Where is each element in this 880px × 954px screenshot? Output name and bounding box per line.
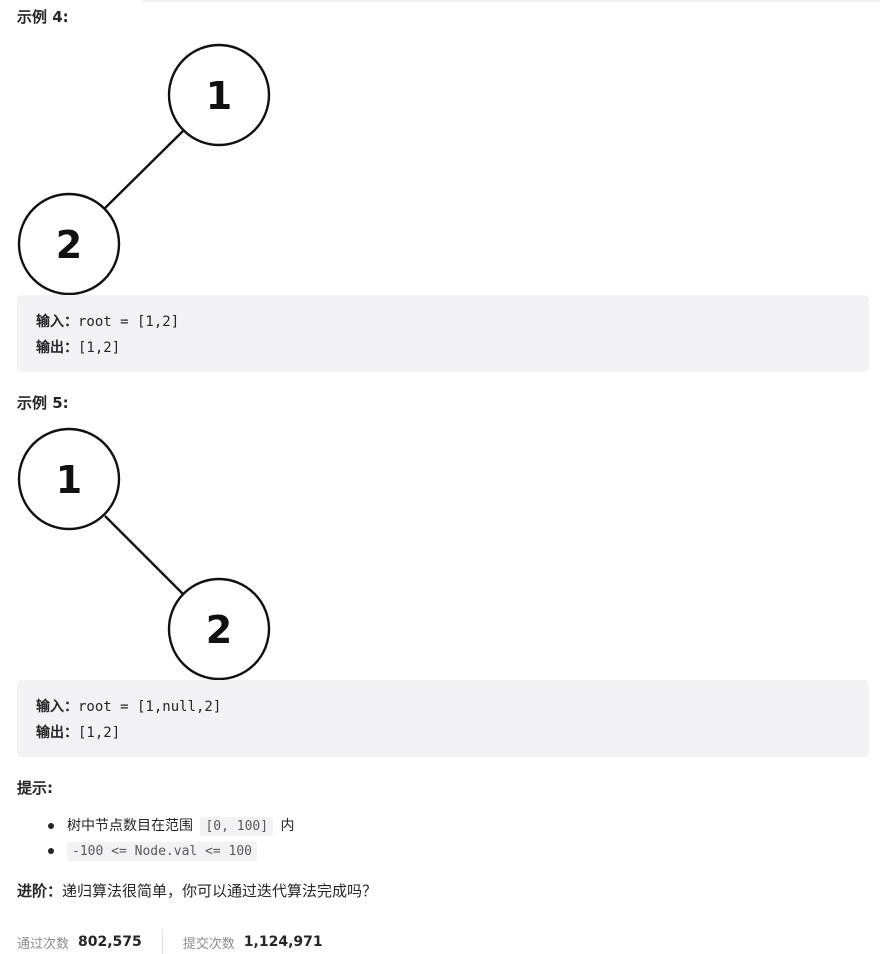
tree-node-left (17, 192, 121, 296)
tree-node-right (167, 577, 271, 681)
top-divider (142, 0, 880, 2)
tree-node-root-value: 1 (206, 74, 232, 118)
inline-code: [0, 100] (200, 817, 274, 836)
stats-divider (161, 930, 163, 954)
tree-edge (101, 130, 184, 212)
input-value: root = [1,2] (78, 314, 180, 330)
tree-node-root (167, 43, 271, 147)
example-5-code: 输入：root = [1,null,2] 输出：[1,2] (17, 680, 869, 757)
example-4-title: 示例 4: (17, 8, 69, 26)
example-5-title: 示例 5: (17, 394, 69, 412)
output-label: 输出： (36, 725, 78, 741)
advanced-note: 进阶：递归算法很简单，你可以通过迭代算法完成吗？ (17, 880, 377, 901)
example-4-code: 输入：root = [1,2] 输出：[1,2] (17, 295, 869, 372)
advanced-label: 进阶： (17, 882, 63, 900)
inline-code: -100 <= Node.val <= 100 (67, 842, 258, 861)
output-value: [1,2] (78, 725, 121, 741)
hints-title: 提示: (17, 779, 53, 797)
tree-node-right-value: 2 (206, 608, 232, 652)
hint-item: -100 <= Node.val <= 100 (17, 839, 295, 864)
submissions-count: 1,124,971 (243, 934, 323, 950)
tree-node-root (17, 427, 121, 531)
hints-list: 树中节点数目在范围 [0, 100] 内 -100 <= Node.val <=… (17, 814, 295, 864)
advanced-text: 递归算法很简单，你可以通过迭代算法完成吗？ (62, 882, 378, 900)
tree-node-root-value: 1 (56, 458, 82, 502)
example-5-tree: 1 2 (17, 427, 272, 682)
tree-node-left-value: 2 (56, 223, 82, 267)
accepted-count: 802,575 (78, 934, 142, 950)
hint-item: 树中节点数目在范围 [0, 100] 内 (17, 814, 295, 839)
submissions-label: 提交次数 (182, 936, 235, 952)
example-4-tree: 1 2 (17, 42, 272, 297)
hint-text: 树中节点数目在范围 (67, 818, 198, 834)
accepted-label: 通过次数 (17, 936, 70, 952)
output-value: [1,2] (78, 340, 121, 356)
input-value: root = [1,null,2] (78, 699, 222, 715)
input-label: 输入： (36, 699, 78, 715)
input-label: 输入： (36, 314, 78, 330)
submission-stats: 通过次数 802,575 提交次数 1,124,971 (17, 930, 323, 954)
hint-text: 内 (276, 818, 295, 834)
output-label: 输出： (36, 340, 78, 356)
tree-edge (104, 515, 184, 595)
